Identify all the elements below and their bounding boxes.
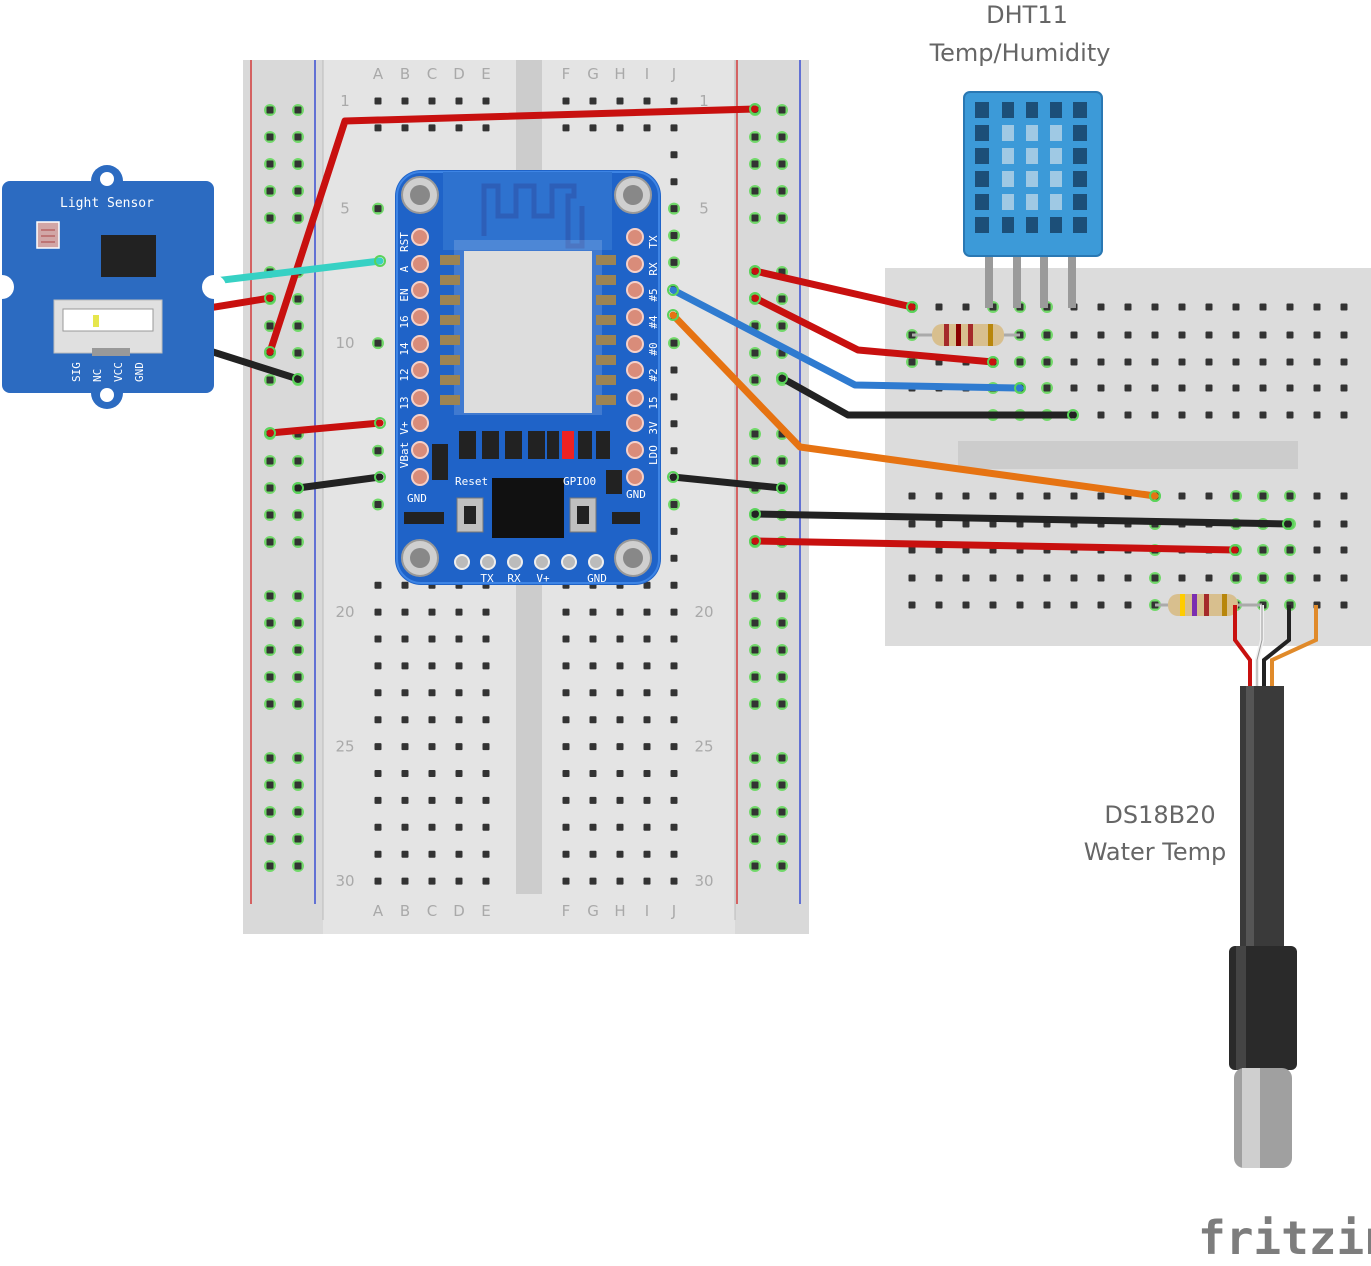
ds18b20-name: DS18B20: [1104, 801, 1215, 829]
wire-black-gnd-right: [669, 473, 786, 492]
fritzing-logo: fritzing: [1198, 1211, 1371, 1265]
light-sensor-pin-label: NC: [91, 369, 104, 382]
light-sensor-pin-label: SIG: [70, 362, 83, 382]
row-number: 1: [699, 92, 709, 110]
light-sensor-title: Light Sensor: [60, 196, 154, 211]
column-letter: G: [587, 65, 599, 83]
huzzah-left-pin-label: 13: [398, 396, 411, 409]
column-letter: D: [453, 902, 465, 920]
ds18b20-probe: [1229, 605, 1318, 1168]
column-letter: G: [587, 902, 599, 920]
wire-red-vbat: [266, 419, 384, 437]
huzzah-gnd-right: GND: [626, 488, 646, 501]
row-number: 25: [694, 738, 713, 756]
column-letter: E: [481, 65, 490, 83]
ds18b20-desc: Water Temp: [1084, 838, 1227, 866]
wire-blue-gpio5: [669, 286, 1024, 392]
column-letter: I: [645, 65, 649, 83]
wire-red-dht-1: [751, 267, 916, 311]
resistor-dht: [912, 324, 1020, 346]
column-letter: D: [453, 65, 465, 83]
wire-black-gnd-left: [294, 473, 384, 492]
huzzah-right-pin-label: RX: [647, 262, 660, 276]
column-letter: A: [373, 65, 384, 83]
column-letter: E: [481, 902, 490, 920]
huzzah-bottom-pin-label: V+: [536, 572, 550, 585]
huzzah-left-pin-label: 16: [398, 315, 411, 328]
row-number: 1: [340, 92, 350, 110]
huzzah-right-pin-label: TX: [647, 235, 660, 249]
wire-red-power-rail: [266, 105, 759, 356]
dht11-desc: Temp/Humidity: [929, 39, 1111, 67]
huzzah-right-pin-label: #0: [647, 342, 660, 355]
column-letter: H: [614, 65, 625, 83]
row-number: 5: [699, 200, 709, 218]
huzzah-left-pin-label: 14: [398, 342, 411, 356]
row-number: 20: [694, 603, 713, 621]
huzzah-bottom-pin-label: RX: [507, 572, 521, 585]
column-letter: F: [562, 65, 571, 83]
light-sensor-module: Light Sensor SIG NC VCC GND: [0, 165, 226, 409]
dht11-sensor: [963, 91, 1103, 308]
wire-black-dht-gnd: [778, 374, 1077, 419]
huzzah-left-pin-label: VBat: [398, 442, 411, 469]
huzzah-right-pin-label: 3V: [647, 421, 660, 435]
huzzah-left-pin-label: 12: [398, 368, 411, 381]
wire-red-ds-vcc: [751, 537, 1239, 554]
dht11-name: DHT11: [986, 1, 1068, 29]
huzzah-reset-label: Reset: [455, 475, 488, 488]
huzzah-right-pin-label: 15: [647, 396, 660, 409]
row-number: 5: [340, 200, 350, 218]
column-letter: F: [562, 902, 571, 920]
light-sensor-pin-label: GND: [133, 362, 146, 382]
resistor-ds18b20: [1155, 594, 1262, 616]
huzzah-bottom-pin-label: GND: [587, 572, 607, 585]
row-number: 30: [694, 872, 713, 890]
huzzah-right-pin-label: #5: [647, 288, 660, 301]
column-letter: C: [427, 902, 437, 920]
column-letter: B: [400, 65, 410, 83]
huzzah-gpio0-label: GPIO0: [563, 475, 596, 488]
huzzah-right-pin-label: #2: [647, 368, 660, 381]
huzzah-gnd-left: GND: [407, 492, 427, 505]
huzzah-bottom-pin-label: TX: [480, 572, 494, 585]
row-number: 10: [335, 334, 354, 352]
light-sensor-pin-label: VCC: [112, 362, 125, 382]
wire-black-ds-gnd: [751, 510, 1292, 528]
wire-orange-gpio4: [669, 311, 1159, 500]
column-letter: I: [645, 902, 649, 920]
huzzah-left-pin-label: EN: [398, 288, 411, 301]
wire-red-dht-2: [751, 294, 997, 366]
huzzah-board: RSTAEN16141213V+VBatTXRX#5#4#0#2153VLDO …: [395, 170, 661, 585]
column-letter: C: [427, 65, 437, 83]
row-number: 30: [335, 872, 354, 890]
column-letter: J: [671, 902, 676, 920]
huzzah-left-pin-label: V+: [398, 421, 411, 435]
huzzah-left-pin-label: RST: [398, 232, 411, 252]
smd-components: [404, 431, 640, 538]
column-letter: B: [400, 902, 410, 920]
huzzah-right-pin-label: LDO: [647, 445, 660, 465]
column-letter: H: [614, 902, 625, 920]
row-number: 25: [335, 738, 354, 756]
huzzah-right-pin-label: #4: [647, 315, 660, 329]
column-letter: J: [671, 65, 676, 83]
column-letter: A: [373, 902, 384, 920]
row-number: 20: [335, 603, 354, 621]
huzzah-left-pin-label: A: [398, 265, 411, 272]
wires: [69, 103, 1294, 556]
